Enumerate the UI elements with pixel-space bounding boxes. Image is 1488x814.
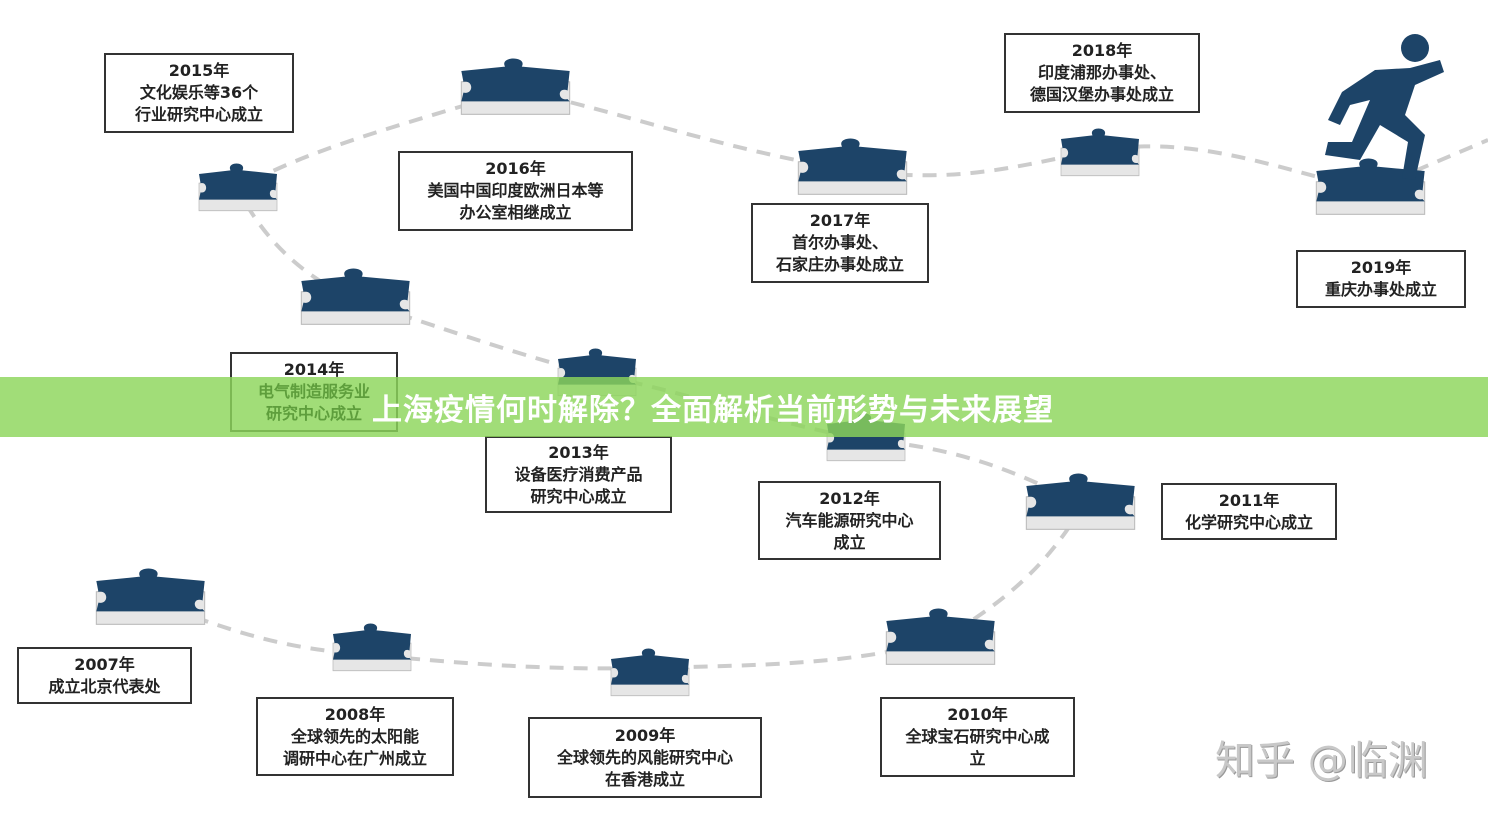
milestone-text: 电气制造服务业 (257, 382, 370, 401)
milestone-box: 2012年汽车能源研究中心成立 (758, 481, 941, 560)
puzzle-piece-icon (293, 268, 418, 337)
milestone-box: 2013年设备医疗消费产品研究中心成立 (485, 436, 672, 513)
puzzle-piece-icon (878, 608, 1003, 677)
milestone-text: 行业研究中心成立 (134, 105, 263, 124)
milestone-text: 美国中国印度欧洲日本等 (427, 181, 604, 200)
milestone-year: 2019年 (1350, 258, 1412, 277)
milestone-text: 成立 (833, 532, 866, 552)
puzzle-piece-icon (88, 568, 213, 637)
milestone-box: 2019年重庆办事处成立 (1296, 250, 1466, 308)
milestone-box: 2015年文化娱乐等36个行业研究中心成立 (104, 53, 294, 133)
milestone-text: 文化娱乐等36个 (139, 83, 259, 102)
milestone-text: 重庆办事处成立 (1324, 280, 1437, 299)
milestone-text: 石家庄办事处成立 (775, 255, 904, 274)
milestone-year: 2010年 (947, 705, 1008, 724)
puzzle-piece-icon (327, 622, 417, 682)
milestone-year: 2008年 (324, 704, 386, 724)
milestone-text: 全球领先的风能研究中心 (556, 747, 733, 767)
milestone-text: 研究中心成立 (530, 486, 627, 506)
milestone-text: 全球领先的太阳能 (290, 726, 419, 746)
milestone-text: 办公室相继成立 (459, 203, 572, 222)
runner-icon (1320, 30, 1450, 184)
puzzle-piece-icon (1055, 127, 1145, 187)
milestone-year: 2016年 (485, 159, 546, 178)
puzzle-piece-icon (453, 58, 578, 127)
milestone-text: 立 (969, 749, 986, 768)
puzzle-piece-icon (193, 162, 283, 222)
milestone-year: 2007年 (74, 654, 135, 674)
milestone-text: 德国汉堡办事处成立 (1029, 85, 1174, 104)
puzzle-piece-icon (1308, 158, 1433, 227)
milestone-box: 2007年成立北京代表处 (17, 647, 192, 704)
banner-title: 上海疫情何时解除？全面解析当前形势与未来展望 (372, 393, 1054, 428)
milestone-year: 2018年 (1071, 41, 1133, 60)
milestone-text: 成立北京代表处 (48, 676, 161, 696)
milestone-text: 印度浦那办事处、 (1037, 63, 1166, 82)
milestone-text: 全球宝石研究中心成 (905, 727, 1050, 746)
milestone-year: 2011年 (1218, 490, 1280, 510)
milestone-year: 2009年 (614, 725, 676, 745)
milestone-box: 2010年全球宝石研究中心成立 (880, 697, 1075, 777)
milestone-box: 2016年美国中国印度欧洲日本等办公室相继成立 (398, 151, 633, 231)
watermark: 知乎 @临渊 (1215, 738, 1428, 784)
milestone-year: 2012年 (819, 488, 880, 508)
milestone-text: 在香港成立 (604, 769, 685, 789)
milestone-text: 汽车能源研究中心 (785, 510, 914, 530)
milestone-year: 2013年 (548, 442, 609, 462)
milestone-year: 2017年 (809, 211, 871, 230)
milestone-text: 设备医疗消费产品 (514, 464, 643, 484)
puzzle-piece-icon (605, 647, 695, 707)
milestone-box: 2008年全球领先的太阳能调研中心在广州成立 (256, 697, 454, 776)
milestone-text: 调研中心在广州成立 (282, 748, 427, 768)
milestone-text: 首尔办事处、 (791, 233, 888, 252)
title-banner: 上海疫情何时解除？全面解析当前形势与未来展望 (0, 377, 1488, 437)
milestone-box: 2018年印度浦那办事处、德国汉堡办事处成立 (1004, 33, 1200, 113)
puzzle-piece-icon (790, 138, 915, 207)
milestone-text: 化学研究中心成立 (1184, 512, 1313, 532)
puzzle-piece-icon (1018, 473, 1143, 542)
milestone-year: 2015年 (168, 61, 230, 80)
milestone-year: 2014年 (283, 360, 345, 379)
milestone-box: 2009年全球领先的风能研究中心在香港成立 (528, 717, 762, 798)
milestone-box: 2017年首尔办事处、石家庄办事处成立 (751, 203, 929, 283)
milestone-text: 研究中心成立 (265, 404, 362, 423)
milestone-box: 2011年化学研究中心成立 (1161, 483, 1337, 540)
